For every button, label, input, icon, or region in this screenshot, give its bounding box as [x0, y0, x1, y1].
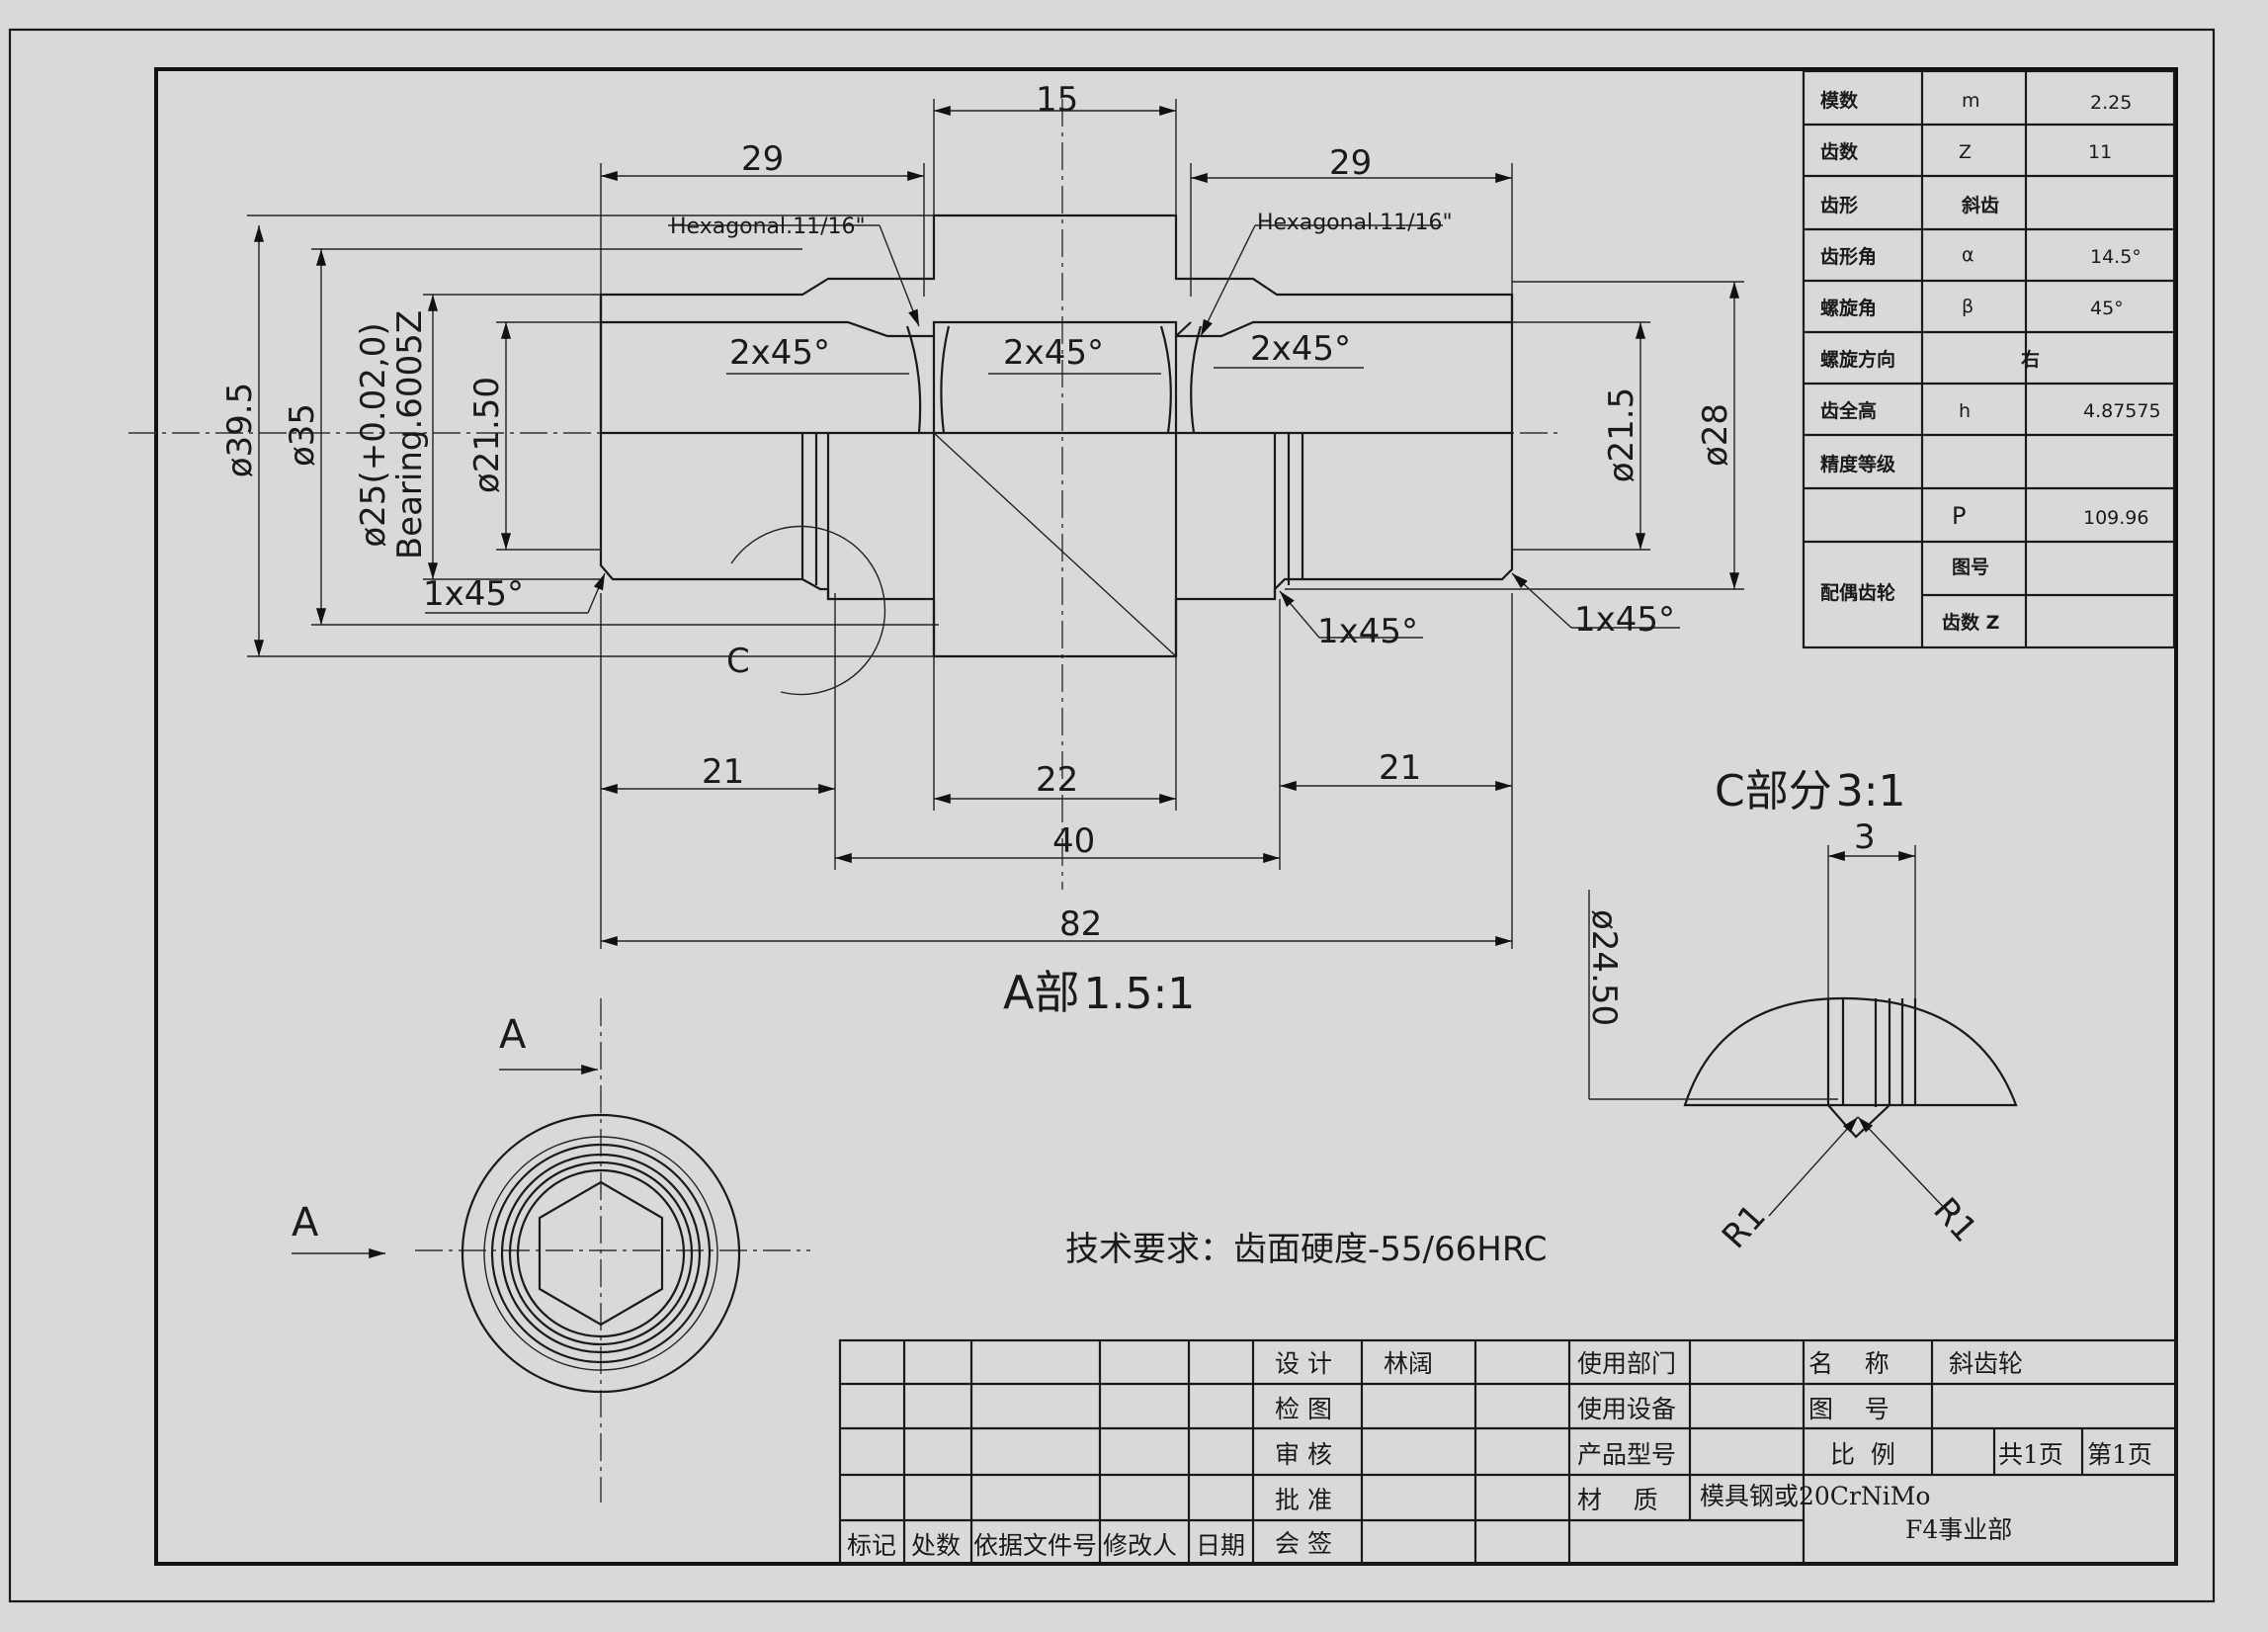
section-a-left-label: A [292, 1200, 319, 1245]
view-a-label: A部1.5:1 [1003, 966, 1195, 1019]
role-approve: 批 准 [1275, 1486, 1332, 1514]
designer-name: 林阔 [1384, 1349, 1433, 1378]
title-block: 标记 处数 依据文件号 修改人 日期 设 计 检 图 审 核 批 准 会 签 林… [838, 1338, 2178, 1566]
gear-mate-drawing-no: 图号 [1952, 557, 1989, 578]
label-part-name: 名 称 [1808, 1349, 1890, 1378]
role-review: 审 核 [1275, 1440, 1332, 1469]
label-equipment: 使用设备 [1577, 1395, 1676, 1423]
gear-sym-whole-depth: h [1959, 400, 1971, 422]
gear-label-module: 模数 [1820, 89, 1859, 112]
page-number: 第1页 [2087, 1440, 2152, 1469]
rev-header-count: 处数 [911, 1531, 961, 1560]
gear-label-helix-direction: 螺旋方向 [1820, 348, 1895, 371]
tech-requirement: 技术要求：齿面硬度-55/66HRC [1065, 1230, 1548, 1269]
gear-value-whole-depth: 4.87575 [2083, 400, 2161, 422]
gear-sym-p: P [1952, 502, 1966, 530]
gear-value-helix-angle: 45° [2090, 298, 2124, 319]
hex-socket [538, 1180, 664, 1327]
dim-dia-25-tolerance: ø25(+0.02,0) [354, 322, 393, 547]
detail-c-label: C [726, 642, 750, 681]
gear-sym-helix-angle: β [1962, 296, 1974, 317]
dim-dia-21-5: ø21.5 [1602, 387, 1641, 483]
callout-hexagonal-right: Hexagonal.11/16" [1257, 211, 1453, 235]
gear-label-whole-depth: 齿全高 [1820, 399, 1877, 422]
end-view-a: A A [292, 998, 810, 1503]
gear-value-module: 2.25 [2090, 92, 2132, 114]
gear-label-helix-angle: 螺旋角 [1820, 297, 1877, 319]
total-pages: 共1页 [1998, 1440, 2063, 1469]
gear-value-teeth: 11 [2088, 141, 2112, 163]
callout-2x45-a: 2x45° [729, 333, 830, 373]
helix-line [933, 432, 1177, 657]
dim-82: 82 [1059, 904, 1102, 944]
label-scale: 比 例 [1830, 1440, 1895, 1469]
gear-label-tooth-form: 齿形 [1820, 195, 1858, 216]
gear-sym-tooth-form: 斜齿 [1961, 194, 1999, 216]
part-name-value: 斜齿轮 [1949, 1349, 2023, 1378]
gear-sym-pressure-angle: α [1962, 244, 1974, 266]
gear-label-accuracy-grade: 精度等级 [1820, 453, 1895, 475]
gear-label-mating-gear: 配偶齿轮 [1820, 581, 1895, 604]
dim-21-right: 21 [1379, 748, 1421, 788]
dim-22: 22 [1036, 760, 1078, 800]
label-product-model: 产品型号 [1577, 1440, 1676, 1469]
rev-header-mark: 标记 [847, 1531, 896, 1560]
dim-dia-35: ø35 [283, 403, 322, 467]
label-drawing-no: 图 号 [1808, 1395, 1890, 1423]
dimension-lines: 15 29 29 Hexagonal.11/16" Hexagonal.11/1… [220, 80, 1744, 1019]
dim-dia-28: ø28 [1696, 403, 1735, 467]
rev-header-modifier: 修改人 [1103, 1531, 1177, 1560]
hex-recess-left [905, 325, 951, 434]
dim-21-left: 21 [702, 752, 744, 792]
label-user-dept: 使用部门 [1577, 1349, 1676, 1378]
callout-2x45-b: 2x45° [1003, 333, 1104, 373]
dim-40: 40 [1052, 821, 1095, 861]
material-value: 模具钢或20CrNiMo [1700, 1482, 1930, 1510]
gear-sym-module: m [1962, 90, 1980, 112]
gear-sym-helix-direction: 右 [2020, 348, 2040, 371]
callout-2x45-c: 2x45° [1250, 329, 1351, 369]
rev-header-date: 日期 [1196, 1531, 1245, 1560]
dim-3: 3 [1854, 817, 1876, 857]
gear-sym-teeth: Z [1959, 141, 1972, 163]
role-design: 设 计 [1275, 1349, 1332, 1378]
dim-dia-21-50: ø21.50 [467, 377, 507, 493]
department: F4事业部 [1905, 1515, 2012, 1544]
dim-dia-39-5: ø39.5 [220, 383, 260, 478]
groove-right [1273, 433, 1304, 599]
callout-1x45-a: 1x45° [423, 574, 524, 614]
gear-label-teeth: 齿数 [1820, 140, 1859, 163]
dim-29-right: 29 [1329, 143, 1372, 183]
groove-left [800, 433, 830, 599]
outer-circle [461, 1113, 741, 1394]
section-a-top-label: A [499, 1012, 527, 1058]
role-check: 检 图 [1275, 1395, 1332, 1423]
rev-header-doc-no: 依据文件号 [973, 1531, 1097, 1560]
callout-1x45-b: 1x45° [1317, 612, 1418, 651]
callout-hexagonal-left: Hexagonal.11/16" [670, 215, 866, 239]
gear-label-pressure-angle: 齿形角 [1820, 245, 1877, 268]
label-material: 材 质 [1577, 1486, 1658, 1514]
dim-bearing-6005z: Bearing.6005Z [390, 310, 430, 559]
gear-value-p: 109.96 [2083, 507, 2148, 529]
dim-29-left: 29 [741, 139, 784, 179]
hex-recess-right [1159, 325, 1203, 434]
callout-1x45-c: 1x45° [1574, 600, 1675, 640]
gear-parameter-table: 模数 m 2.25 齿数 Z 11 齿形 斜齿 齿形角 α 14.5° 螺旋角 … [1802, 69, 2176, 649]
outer-border [8, 28, 2216, 1603]
dim-dia-24-50: ø24.50 [1584, 909, 1624, 1026]
view-c-label: C部分3:1 [1715, 766, 1906, 816]
gear-mate-teeth: 齿数 Z [1942, 611, 1999, 634]
dim-15: 15 [1036, 80, 1078, 120]
role-countersign: 会 签 [1275, 1529, 1332, 1558]
gear-value-pressure-angle: 14.5° [2090, 246, 2142, 268]
